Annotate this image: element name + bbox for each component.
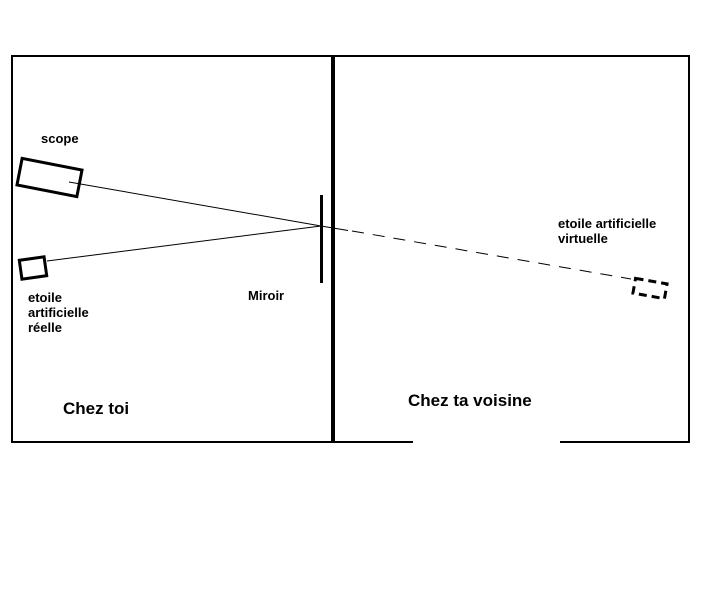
virtual-star-dashed-box bbox=[631, 276, 669, 301]
real-star-label-line2: artificielle bbox=[28, 305, 89, 320]
scope-box bbox=[15, 156, 84, 199]
left-room-label: Chez toi bbox=[63, 399, 130, 418]
real-star-label-line3: réelle bbox=[28, 320, 62, 335]
virtual-ray-dashed bbox=[351, 230, 632, 280]
real-star-label-line1: etoile bbox=[28, 290, 62, 305]
virtual-star-label-line2: virtuelle bbox=[558, 231, 608, 246]
room-frame bbox=[11, 55, 690, 443]
mirror-label: Miroir bbox=[248, 288, 285, 303]
real-star-label: etoile artificielle réelle bbox=[28, 290, 89, 335]
real-star-box bbox=[17, 255, 49, 281]
virtual-star-label: etoile artificielle virtuelle bbox=[558, 216, 656, 246]
sight-line-star-to-mirror bbox=[46, 225, 322, 262]
virtual-star-label-line1: etoile artificielle bbox=[558, 216, 657, 231]
scope-label: scope bbox=[41, 131, 79, 146]
ray-through-wall bbox=[320, 225, 349, 231]
right-room-label: Chez ta voisine bbox=[408, 391, 532, 410]
sight-line-scope-to-mirror bbox=[68, 181, 322, 227]
